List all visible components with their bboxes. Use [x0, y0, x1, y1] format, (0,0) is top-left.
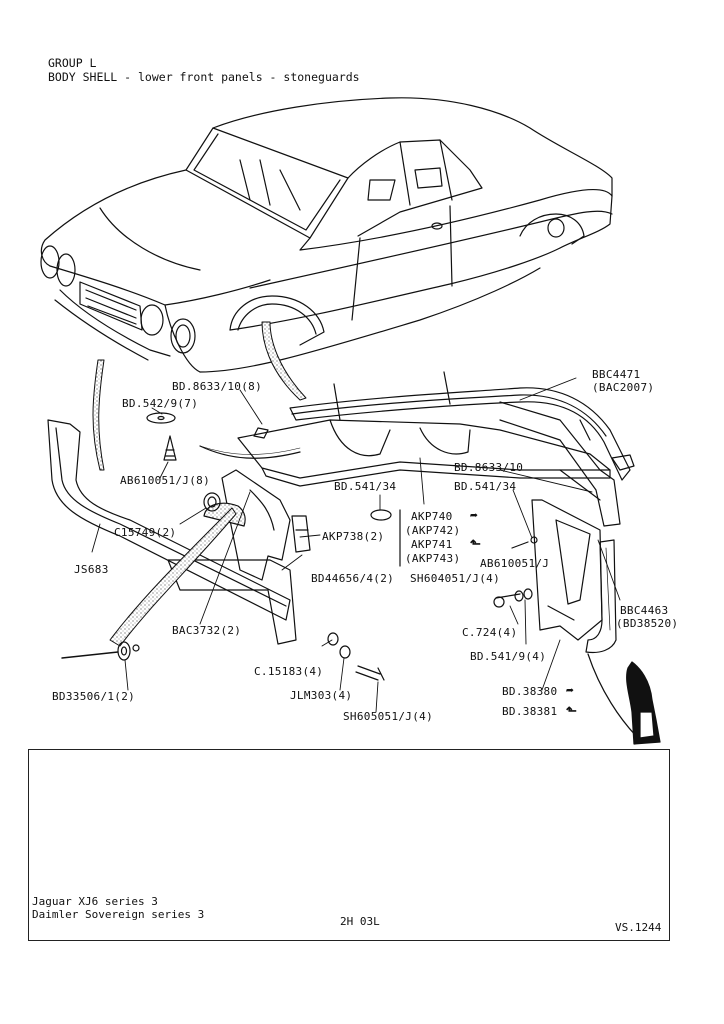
part-label-akp742: (AKP742) — [405, 524, 461, 537]
part-label-ab610051-j-8: AB610051/J(8) — [120, 474, 210, 487]
part-label-bd44656-4-2: BD44656/4(2) — [311, 572, 395, 585]
part-label-akp741: AKP741 — [411, 538, 453, 551]
part-label-bd8633-10-8: BD.8633/10(8) — [172, 380, 262, 393]
model-jaguar: Jaguar XJ6 series 3 — [32, 895, 158, 908]
seal-strip-bbc4463-drawing — [585, 539, 617, 654]
part-label-c15749-2: C15749(2) — [114, 526, 177, 539]
page-title: BODY SHELL - lower front panels - stoneg… — [48, 70, 360, 84]
part-label-bd541-34-right: BD.541/34 — [454, 480, 517, 493]
group-heading: GROUP L — [48, 56, 97, 70]
part-label-bd38520: (BD38520) — [616, 617, 679, 630]
left-hand-arrow-icon: ⬑ — [470, 537, 481, 552]
left-hand-arrow-icon-2: ⬑ — [566, 704, 577, 719]
splash-shield-drawing — [531, 499, 603, 641]
reference-number: VS.1244 — [615, 921, 662, 934]
part-label-c15183-4: C.15183(4) — [254, 665, 324, 678]
stoneguard-js683-drawing — [47, 419, 291, 621]
part-label-sh604051-j-4: SH604051/J(4) — [410, 572, 500, 585]
valance-panel-drawing — [237, 419, 611, 487]
part-label-bac2007: (BAC2007) — [592, 381, 655, 394]
rail-bbc4471-drawing — [289, 371, 635, 527]
part-label-bd541-9-4: BD.541/9(4) — [470, 650, 547, 663]
part-label-akp738-2: AKP738(2) — [322, 530, 385, 543]
part-label-sh605051-j-4: SH605051/J(4) — [343, 710, 433, 723]
part-label-bd38380: BD.38380 — [502, 685, 558, 698]
part-label-akp743: (AKP743) — [405, 552, 461, 565]
part-label-bd38381: BD.38381 — [502, 705, 558, 718]
part-label-jlm303-4: JLM303(4) — [290, 689, 353, 702]
right-hand-arrow-icon-2: ➦ — [566, 684, 574, 699]
part-label-bbc4471: BBC4471 — [592, 368, 641, 381]
part-label-bd541-34-left: BD.541/34 — [334, 480, 397, 493]
car-body-drawing — [40, 97, 613, 373]
part-label-bd33506-1-2: BD33506/1(2) — [52, 690, 136, 703]
page-code: 2H 03L — [340, 915, 380, 928]
right-hand-arrow-icon: ➦ — [470, 509, 478, 524]
part-label-bbc4463: BBC4463 — [620, 604, 669, 617]
part-label-js683: JS683 — [74, 563, 109, 576]
part-label-bac3732-2: BAC3732(2) — [172, 624, 242, 637]
part-label-akp740: AKP740 — [411, 510, 453, 523]
leader-lines — [91, 377, 621, 713]
part-label-bd8633-10: BD.8633/10 — [454, 461, 524, 474]
part-label-c724-4: C.724(4) — [462, 626, 518, 639]
part-label-bd542-9-7: BD.542/9(7) — [122, 397, 199, 410]
inner-panel-drawing — [167, 469, 297, 645]
model-daimler: Daimler Sovereign series 3 — [32, 908, 205, 921]
part-label-ab610051-j: AB610051/J — [480, 557, 550, 570]
title-block — [28, 749, 670, 941]
